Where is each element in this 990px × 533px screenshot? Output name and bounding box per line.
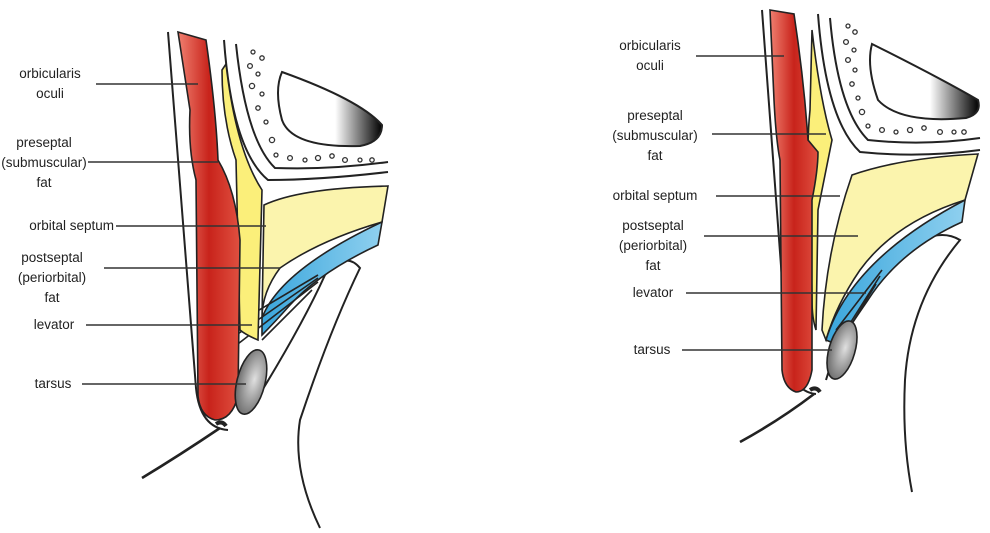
left-septum-label: orbital septum (0, 216, 114, 236)
left-eyelash (141, 426, 221, 480)
right-postseptal-fat (821, 153, 980, 343)
left-levator-label-line1: levator (33, 317, 75, 332)
left-postseptal-label: postseptal (periorbital) fat (4, 248, 100, 308)
right-preseptal-label-line2: (submuscular) (612, 128, 698, 143)
right-eyelid-diagram (682, 9, 981, 493)
right-postseptal-label: postseptal (periorbital) fat (604, 216, 702, 276)
right-lash-root (808, 386, 822, 394)
right-orbital-bone (869, 42, 980, 121)
right-septum-label: orbital septum (596, 186, 714, 206)
right-levator-label: levator (622, 283, 684, 303)
left-preseptal-label-line3: fat (36, 175, 52, 190)
left-orbital-bone (277, 70, 384, 148)
left-eyelid-diagram (82, 30, 389, 529)
left-tarsus-plate (234, 349, 268, 415)
right-orbicularis-label-line1: orbicularis (619, 38, 681, 53)
left-preseptal-label-line2: (submuscular) (1, 155, 87, 170)
right-preseptal-label: preseptal (submuscular) fat (600, 106, 710, 166)
right-postseptal-label-line3: fat (645, 258, 661, 273)
left-conjunctiva-line (249, 259, 362, 529)
left-preseptal-fat (221, 61, 263, 342)
right-bone-marrow-dots (842, 23, 967, 136)
right-septum-label-line1: orbital septum (612, 188, 698, 203)
right-orbicularis-oculi-muscle (769, 9, 819, 393)
left-levator-label: levator (24, 315, 84, 335)
left-rim-inner (235, 43, 389, 170)
right-eyelash (739, 392, 815, 444)
left-orbicularis-label: orbicularis oculi (4, 64, 96, 104)
right-rim-outer (817, 13, 981, 156)
left-postseptal-fat (261, 185, 389, 319)
right-rim-inner (829, 17, 981, 144)
left-tarsus-label: tarsus (26, 374, 80, 394)
left-postseptal-label-line2: (periorbital) (17, 270, 87, 285)
left-skin-line (167, 31, 229, 431)
right-tarsus-label-line1: tarsus (633, 342, 671, 357)
right-tarsus-plate (826, 320, 858, 380)
left-postseptal-label-line3: fat (44, 290, 60, 305)
right-postseptal-label-line2: (periorbital) (618, 238, 688, 253)
right-preseptal-label-line3: fat (647, 148, 663, 163)
right-preseptal-label-line1: preseptal (627, 108, 683, 123)
right-tarsus-label: tarsus (624, 340, 680, 360)
left-lash-root (214, 420, 228, 428)
right-postseptal-label-line1: postseptal (622, 218, 684, 233)
right-levator-label-line1: levator (632, 285, 674, 300)
left-levator-muscle (261, 220, 384, 337)
left-bone-marrow-dots (246, 49, 375, 164)
left-tarsus-label-line1: tarsus (34, 376, 72, 391)
right-orbicularis-label-line2: oculi (636, 58, 664, 73)
left-orbicularis-label-line1: orbicularis (19, 66, 81, 81)
left-postseptal-label-line1: postseptal (21, 250, 83, 265)
left-preseptal-label-line1: preseptal (16, 135, 72, 150)
left-orbicularis-label-line2: oculi (36, 86, 64, 101)
left-septum-label-line1: orbital septum (29, 218, 114, 233)
left-preseptal-label: preseptal (submuscular) fat (0, 133, 88, 193)
right-orbicularis-label: orbicularis oculi (604, 36, 696, 76)
